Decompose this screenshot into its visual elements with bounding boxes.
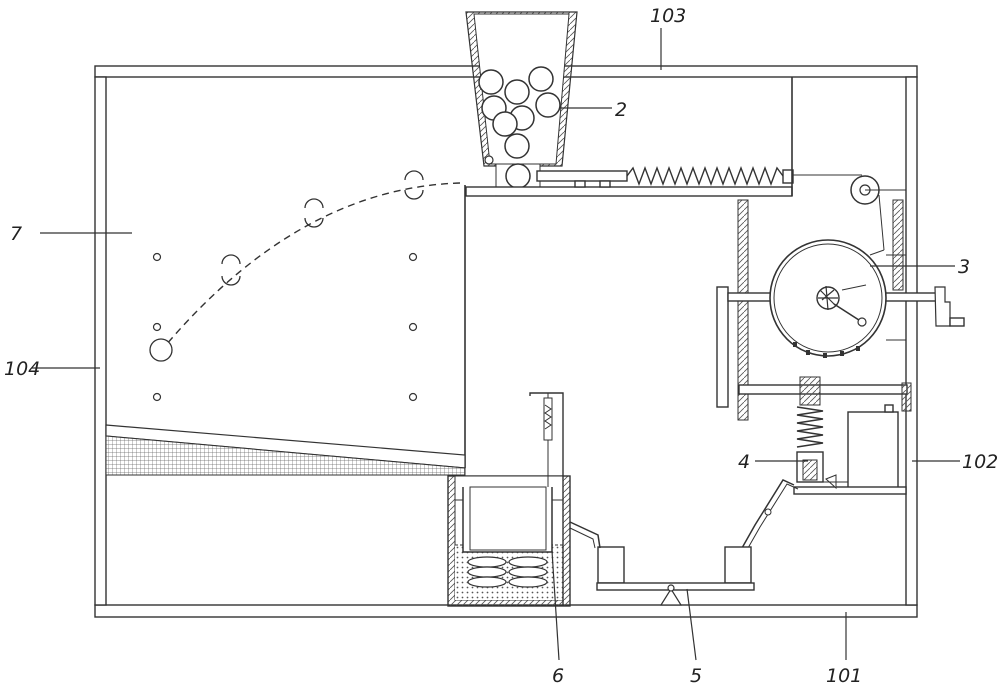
label-7: 7 <box>10 223 22 245</box>
label-101: 101 <box>826 665 862 687</box>
motor-box <box>847 411 899 489</box>
label-5: 5 <box>690 665 702 687</box>
balls <box>478 66 561 189</box>
wall-holes <box>152 252 418 402</box>
spring-actuator <box>741 376 907 549</box>
collection-tank <box>447 392 601 607</box>
label-103: 103 <box>650 5 686 27</box>
label-4: 4 <box>738 451 750 473</box>
ball-trajectory <box>165 182 461 346</box>
lower-bar <box>738 384 908 395</box>
bottom-plate <box>94 604 918 618</box>
label-104: 104 <box>4 358 40 380</box>
spring <box>626 166 784 186</box>
right-wall <box>905 76 918 606</box>
leader-lines <box>32 28 960 661</box>
label-6: 6 <box>552 665 564 687</box>
label-2: 2 <box>615 99 627 121</box>
crank <box>934 286 951 327</box>
ball-positions <box>149 170 424 362</box>
hopper <box>465 11 578 189</box>
left-chamber <box>105 170 466 476</box>
reference-labels: 103 2 7 104 3 4 102 101 5 6 <box>4 5 998 687</box>
tank-springs <box>467 556 548 588</box>
left-wall <box>94 76 107 606</box>
pulley-assembly <box>792 174 906 256</box>
pusher-plate <box>536 170 628 182</box>
rotating-drum <box>769 239 887 358</box>
label-3: 3 <box>958 256 970 278</box>
motor-shelf <box>793 486 907 495</box>
seesaw-lever <box>596 546 755 606</box>
lever-bar <box>596 582 755 591</box>
label-102: 102 <box>962 451 998 473</box>
feeder-shelf <box>465 77 794 197</box>
